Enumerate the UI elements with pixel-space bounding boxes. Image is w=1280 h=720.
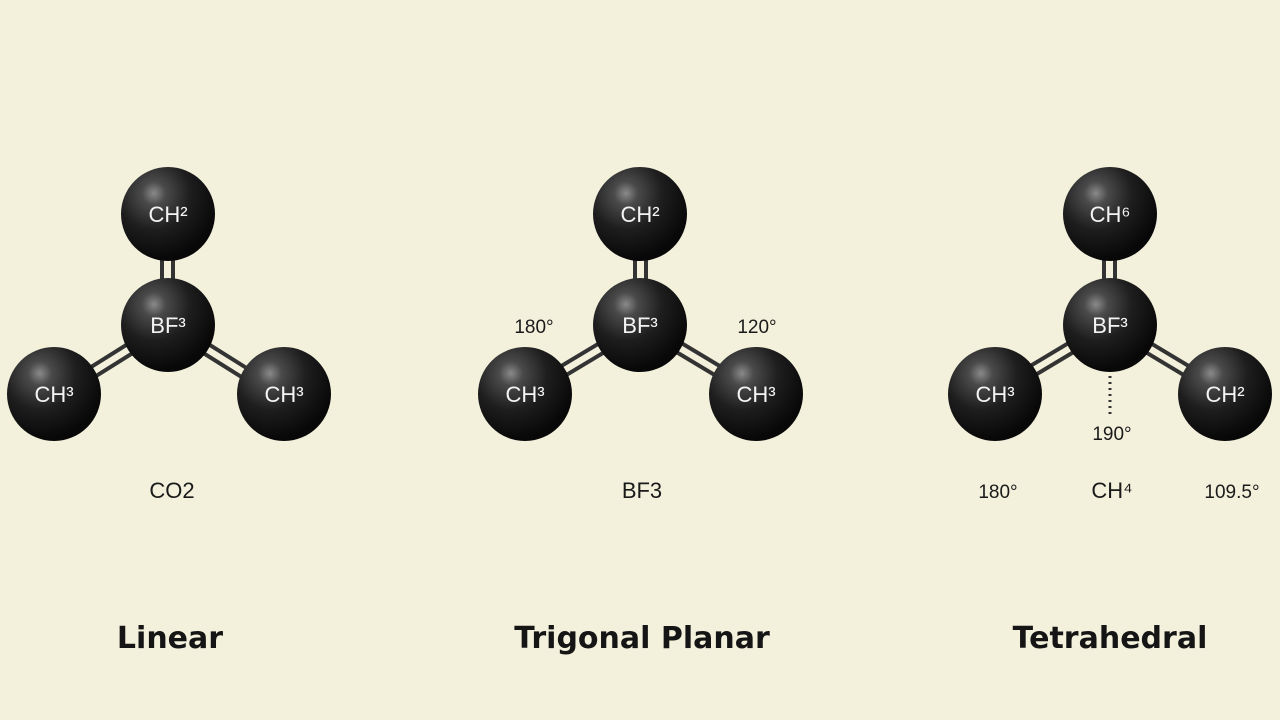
angle-label-below-center: 190° [1092,424,1131,445]
formula-label: CO2 [149,478,194,503]
atom-right-label: CH² [1205,382,1244,407]
atom-center-label: BF³ [1092,313,1127,338]
atom-right-label: CH³ [736,382,775,407]
formula-label: BF3 [622,478,662,503]
angle-label-bottom-left: 180° [978,482,1017,503]
atom-top: CH² [593,167,687,261]
atom-left: CH³ [7,347,101,441]
atom-right: CH³ [709,347,803,441]
angle-label-bottom-right: 109.5° [1204,482,1259,503]
atom-center-label: BF³ [150,313,185,338]
atom-left: CH³ [948,347,1042,441]
atom-left-label: CH³ [975,382,1014,407]
atom-right: CH³ [237,347,331,441]
atom-top-label: CH² [620,202,659,227]
atom-top: CH⁶ [1063,167,1157,261]
atom-left-label: CH³ [34,382,73,407]
molecule-tetrahedral: CH⁶ BF³ CH³ CH² 190° 180° CH⁴ 109.5° Tet… [948,167,1272,656]
formula-label: CH⁴ [1091,478,1132,503]
atom-center: BF³ [121,278,215,372]
angle-label-right: 120° [737,317,776,338]
geometry-title: Linear [117,621,223,656]
atom-right-label: CH³ [264,382,303,407]
atom-top-label: CH⁶ [1090,202,1131,227]
angle-label-left: 180° [514,317,553,338]
geometry-title: Trigonal Planar [514,621,770,656]
atom-center: BF³ [593,278,687,372]
atom-top-label: CH² [148,202,187,227]
atom-right: CH² [1178,347,1272,441]
molecule-trigonal-planar: CH² BF³ CH³ CH³ 180° 120° BF3 Trigonal P… [478,167,803,656]
atom-center: BF³ [1063,278,1157,372]
atom-top: CH² [121,167,215,261]
geometry-title: Tetrahedral [1013,621,1208,656]
atom-left-label: CH³ [505,382,544,407]
atom-left: CH³ [478,347,572,441]
molecule-linear: CH² BF³ CH³ CH³ CO2 Linear [7,167,331,656]
atom-center-label: BF³ [622,313,657,338]
